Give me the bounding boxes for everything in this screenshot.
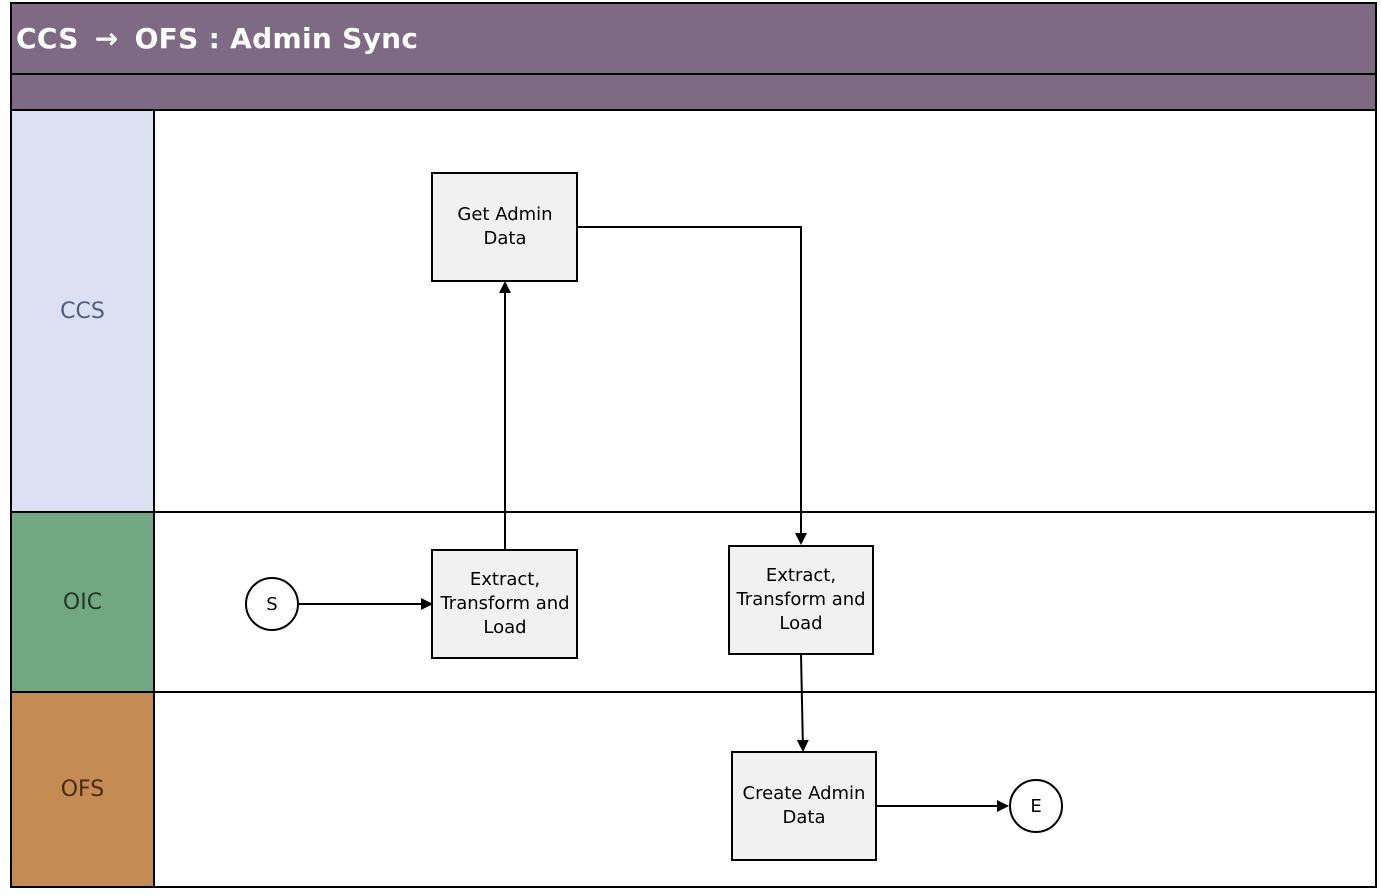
end-event-circle <box>1009 779 1063 833</box>
lane-ofs: OFS <box>12 693 1375 886</box>
start-event-circle <box>245 577 299 631</box>
lane-label-oic: OIC <box>12 513 155 691</box>
header-subbar <box>12 75 1375 111</box>
process-label-line: Create Admin <box>743 783 866 804</box>
title-source: CCS <box>16 22 79 55</box>
end-event: E <box>1009 779 1063 833</box>
start-event-label: S <box>266 594 277 615</box>
process-label-line: Extract, <box>470 569 540 590</box>
process-label-line: Get Admin <box>457 204 552 225</box>
process-etl-2: Extract, Transform and Load <box>728 545 874 655</box>
process-box <box>731 751 877 861</box>
process-box <box>728 545 874 655</box>
title-bar: CCS → OFS : Admin Sync <box>12 4 1375 75</box>
swimlane-diagram: CCS → OFS : Admin Sync CCS OIC OFS <box>10 2 1377 888</box>
process-label-line: Load <box>483 617 526 638</box>
lane-ccs: CCS <box>12 111 1375 513</box>
process-label-line: Transform and <box>439 593 569 614</box>
process-label-line: Extract, <box>766 565 836 586</box>
edge-get-admin-to-etl2 <box>577 226 807 545</box>
start-event: S <box>245 577 299 631</box>
edge-etl2-to-create-admin <box>796 653 809 752</box>
process-label-line: Data <box>783 807 826 828</box>
lane-label-ofs: OFS <box>12 693 155 886</box>
process-label-line: Data <box>484 228 527 249</box>
process-label-line: Transform and <box>735 589 865 610</box>
end-event-label: E <box>1030 796 1041 817</box>
process-etl-1: Extract, Transform and Load <box>431 549 578 659</box>
process-box <box>431 549 578 659</box>
diagram-title: CCS → OFS : Admin Sync <box>12 22 418 55</box>
lane-oic: OIC <box>12 513 1375 693</box>
title-target: OFS : Admin Sync <box>134 22 419 55</box>
process-get-admin-data: Get Admin Data <box>431 172 578 282</box>
process-create-admin-data: Create Admin Data <box>731 751 877 861</box>
title-arrow: → <box>94 22 119 55</box>
process-box <box>431 172 578 282</box>
lane-label-ccs: CCS <box>12 111 155 511</box>
process-label-line: Load <box>779 613 822 634</box>
